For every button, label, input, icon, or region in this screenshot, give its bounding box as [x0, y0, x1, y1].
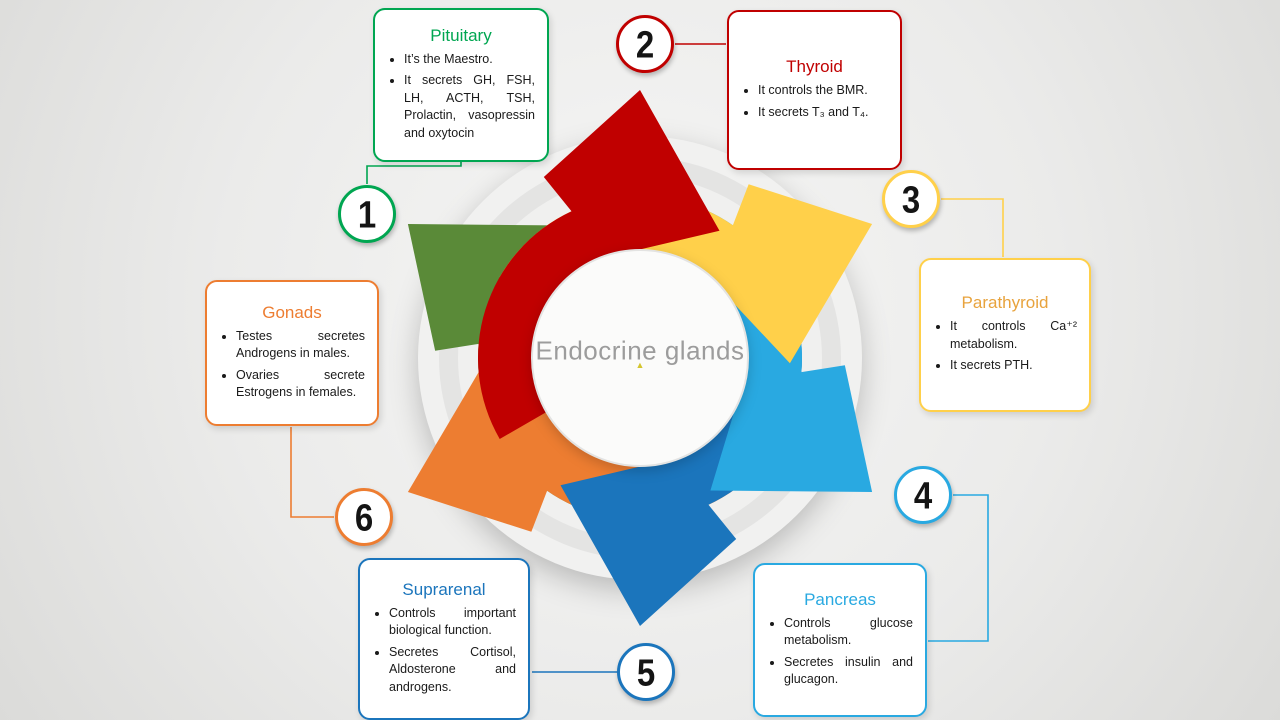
badge-number: 6 [354, 495, 374, 539]
wheel-center-circle [531, 249, 749, 467]
badge-6-gonads: 6 [335, 488, 393, 546]
connector-line-parathyroid [941, 198, 1004, 257]
connector-line-gonads [290, 427, 334, 518]
gonads-title: Gonads [262, 302, 322, 322]
badge-3-parathyroid: 3 [882, 170, 940, 228]
pancreas-bullet-list: Controls glucose metabolism. Secretes in… [767, 615, 913, 693]
suprarenal-info-card: Suprarenal Controls important biological… [358, 558, 530, 720]
suprarenal-title: Suprarenal [402, 579, 486, 599]
bullet-item: It secrets GH, FSH, LH, ACTH, TSH, Prola… [404, 72, 535, 142]
bullet-item: Ovaries secrete Estrogens in females. [236, 367, 365, 402]
thyroid-bullet-list: It controls the BMR. It secrets T₃ and T… [741, 82, 888, 125]
badge-1-pituitary: 1 [338, 185, 396, 243]
thyroid-title: Thyroid [786, 57, 843, 76]
center-title: Endocrine glands [535, 335, 745, 366]
bullet-item: Controls glucose metabolism. [784, 615, 913, 650]
pituitary-title: Pituitary [430, 25, 492, 45]
thyroid-info-card: Thyroid It controls the BMR. It secrets … [727, 10, 902, 170]
bullet-item: It secrets T₃ and T₄. [758, 104, 888, 122]
badge-5-suprarenal: 5 [617, 643, 675, 701]
pituitary-bullet-list: It’s the Maestro. It secrets GH, FSH, LH… [387, 51, 535, 147]
badge-number: 3 [901, 177, 921, 221]
badge-4-pancreas: 4 [894, 466, 952, 524]
bullet-item: It secrets PTH. [950, 357, 1077, 375]
gonads-info-card: Gonads Testes secretes Androgens in male… [205, 280, 379, 426]
bullet-item: Controls important biological function. [389, 605, 516, 640]
gonads-bullet-list: Testes secretes Androgens in males. Ovar… [219, 328, 365, 406]
badge-number: 5 [636, 650, 656, 694]
bullet-item: Secretes Cortisol, Aldosterone and andro… [389, 644, 516, 697]
bullet-item: Testes secretes Androgens in males. [236, 328, 365, 363]
badge-number: 2 [635, 22, 655, 66]
badge-number: 4 [913, 473, 933, 517]
center-marker-icon: ▲ [635, 360, 645, 370]
parathyroid-title: Parathyroid [961, 293, 1049, 313]
parathyroid-bullet-list: It controls Ca⁺² metabolism. It secrets … [933, 318, 1077, 379]
bullet-item: It controls Ca⁺² metabolism. [950, 318, 1077, 353]
bullet-item: Secretes insulin and glucagon. [784, 654, 913, 689]
endocrine-wheel [326, 83, 954, 633]
bullet-item: It controls the BMR. [758, 82, 888, 100]
parathyroid-info-card: Parathyroid It controls Ca⁺² metabolism.… [919, 258, 1091, 412]
pituitary-info-card: Pituitary It’s the Maestro. It secrets G… [373, 8, 549, 162]
badge-number: 1 [357, 192, 377, 236]
pancreas-title: Pancreas [804, 589, 876, 609]
pancreas-info-card: Pancreas Controls glucose metabolism. Se… [753, 563, 927, 717]
bullet-item: It’s the Maestro. [404, 51, 535, 69]
badge-2-thyroid: 2 [616, 15, 674, 73]
suprarenal-bullet-list: Controls important biological function. … [372, 605, 516, 701]
